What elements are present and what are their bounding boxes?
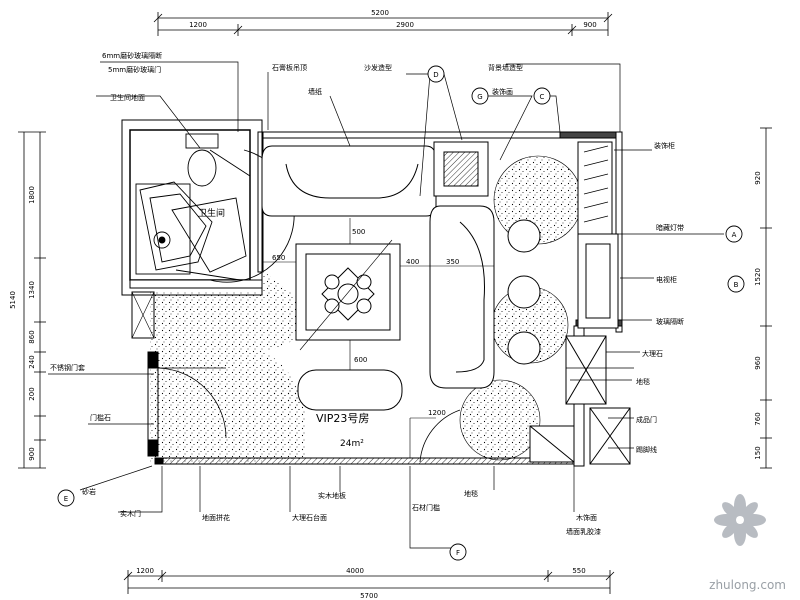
callout-bottom4: 地毯 — [464, 489, 478, 498]
dim-inner-a: 650 — [272, 254, 285, 262]
left-dimensions — [18, 131, 46, 469]
callout-top2: 5mm磨砂玻璃门 — [108, 65, 161, 74]
callout-right4: 玻璃隔断 — [656, 317, 684, 326]
callout-right2: 暗藏灯带 — [656, 223, 684, 232]
dim-top-c: 900 — [583, 21, 596, 29]
dim-bottom-c: 550 — [572, 567, 585, 575]
callout-bottom6: 木饰面 — [576, 513, 597, 522]
dim-inner-d: 350 — [446, 258, 459, 266]
dim-bottom-total: 5700 — [360, 592, 378, 600]
callout-right3: 电视柜 — [656, 275, 677, 284]
callout-right5: 大理石 — [642, 349, 663, 358]
top-dimensions — [153, 12, 613, 36]
dim-left-total: 5140 — [9, 291, 17, 309]
dim-left-e: 200 — [28, 387, 36, 400]
callout-top6: 背景墙造型 — [488, 63, 523, 72]
callout-left4: 实木门 — [120, 509, 141, 518]
section-tags — [57, 65, 745, 561]
dim-right-e: 150 — [754, 446, 762, 459]
dim-right-b: 1520 — [754, 268, 762, 286]
room-area: 24m² — [340, 439, 364, 449]
callout-right1: 装饰柜 — [654, 141, 675, 150]
dim-right-d: 760 — [754, 412, 762, 425]
dim-left-b: 1340 — [28, 281, 36, 299]
dim-top-b: 2900 — [396, 21, 414, 29]
inner-dimensions — [262, 218, 494, 458]
watermark-logo — [714, 494, 766, 546]
callout-right7: 成品门 — [636, 415, 657, 424]
dim-top-total: 5200 — [371, 9, 389, 17]
coffee-table-motif — [299, 239, 393, 351]
tag-t2: C — [540, 93, 545, 101]
callout-top7: 石膏板吊顶 — [272, 63, 307, 72]
callout-bottom2: 大理石台面 — [292, 513, 327, 522]
watermark-text: zhulong.com — [709, 578, 786, 592]
door-swings — [157, 367, 461, 463]
round-chairs — [507, 219, 541, 365]
tag-t3: A — [732, 231, 737, 239]
dim-left-d: 240 — [28, 355, 36, 368]
leader-lines — [48, 61, 724, 549]
tag-t5: E — [64, 495, 68, 503]
right-dimensions — [760, 127, 772, 469]
callout-bathroom-tag: 卫生间地面 — [110, 93, 145, 102]
callout-bottom1: 地面拼花 — [202, 513, 230, 522]
dim-bottom-b: 4000 — [346, 567, 364, 575]
tag-t6: F — [456, 549, 460, 557]
dim-inner-c: 400 — [406, 258, 419, 266]
callout-right6: 地毯 — [636, 377, 650, 386]
callout-left2: 门槛石 — [90, 413, 111, 422]
dim-left-c: 860 — [28, 330, 36, 343]
dim-top-a: 1200 — [189, 21, 207, 29]
cabinet-shelves — [583, 145, 609, 223]
callout-right8: 踢脚线 — [636, 445, 657, 454]
dim-inner-f: 1200 — [428, 409, 446, 417]
dim-left-f: 900 — [28, 447, 36, 460]
dim-right-c: 960 — [754, 356, 762, 369]
bottom-dimensions — [123, 570, 615, 594]
callout-left1: 不锈钢门套 — [50, 363, 85, 372]
dim-right-a: 920 — [754, 171, 762, 184]
tag-t7: G — [477, 93, 482, 101]
dim-inner-e: 600 — [354, 356, 367, 364]
callout-bottom7: 墙面乳胶漆 — [566, 527, 601, 536]
tag-t4: B — [734, 281, 739, 289]
callout-top1: 6mm磨砂玻璃隔断 — [102, 51, 162, 60]
callout-bottom5: 石材门槛 — [412, 503, 440, 512]
callout-top4: 墙纸 — [308, 87, 322, 96]
callout-bottom3: 实木地板 — [318, 491, 346, 500]
callout-left3: 砂岩 — [82, 487, 96, 496]
dim-inner-b: 500 — [352, 228, 365, 236]
bathroom-label: 卫生间 — [198, 207, 225, 219]
tag-t1: D — [433, 71, 438, 79]
callout-top5: 装饰画 — [492, 87, 513, 96]
callout-top3: 沙发造型 — [364, 63, 392, 72]
dim-left-a: 1800 — [28, 186, 36, 204]
dim-bottom-a: 1200 — [136, 567, 154, 575]
room-name: VIP23号房 — [316, 412, 369, 425]
